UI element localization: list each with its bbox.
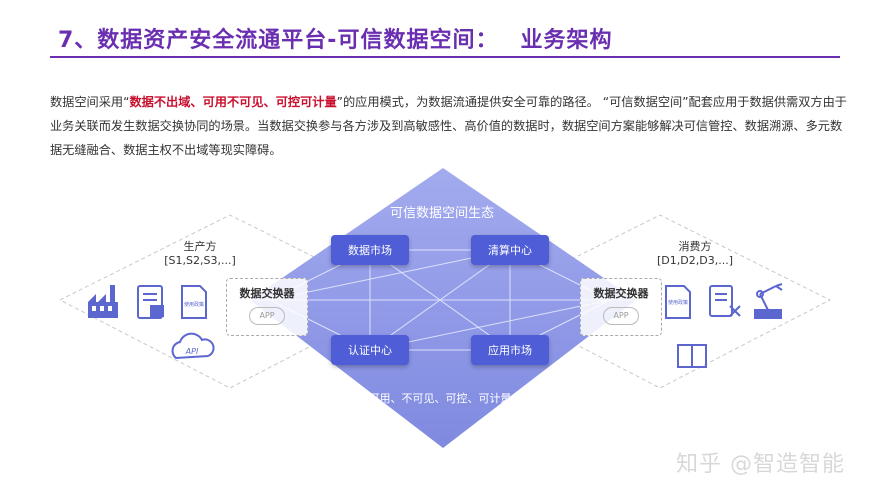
para-text-1: 数据空间采用“ — [50, 95, 130, 109]
title-sub: 业务架构 — [520, 28, 613, 53]
exchanger-right: 数据交换器 APP — [580, 278, 662, 336]
title-main: 7、数据资产安全流通平台-可信数据空间： — [58, 28, 499, 53]
title-divider — [50, 56, 840, 58]
consumer-name: 消费方 — [678, 240, 712, 253]
producer-name: 生产方 — [183, 240, 217, 253]
consumer-diamond — [488, 214, 832, 389]
checklist-document-icon — [709, 285, 741, 317]
producer-list: [S1,S2,S3,...] — [164, 254, 236, 267]
para-text-2: ”的应用模式，为数据流通提供安全可靠的路径。 “可信数据空间”配套应用于数据供需… — [50, 95, 847, 157]
robot-arm-icon — [754, 283, 783, 319]
book-icon — [677, 344, 707, 368]
exchanger-left: 数据交换器 APP — [226, 278, 308, 336]
policy-document-icon: 使用政策 — [181, 285, 207, 319]
node-clearing-center: 清算中心 — [471, 235, 549, 265]
app-badge-right: APP — [603, 307, 639, 325]
node-certification-center: 认证中心 — [331, 335, 409, 365]
watermark: 知乎 @智造智能 — [676, 452, 845, 477]
factory-icon — [88, 285, 118, 318]
principles-label: 可用、不可见、可控、可计量 — [368, 392, 512, 405]
ecosystem-label: 可信数据空间生态 — [389, 206, 494, 221]
svg-text:使用政策: 使用政策 — [184, 301, 204, 308]
node-app-market: 应用市场 — [471, 335, 549, 365]
intro-paragraph: 数据空间采用“数据不出域、可用不可见、可控可计量”的应用模式，为数据流通提供安全… — [50, 90, 850, 162]
para-highlight: 数据不出域、可用不可见、可控可计量 — [129, 95, 337, 109]
secure-document-icon — [137, 285, 164, 319]
policy-document-icon-right: 使用政策 — [665, 285, 691, 319]
svg-text:API: API — [185, 347, 199, 356]
api-cloud-icon: API — [171, 332, 215, 360]
exchanger-right-label: 数据交换器 — [593, 287, 649, 300]
exchanger-left-label: 数据交换器 — [239, 287, 295, 300]
app-badge-left: APP — [249, 307, 285, 325]
page-title: 7、数据资产安全流通平台-可信数据空间： 业务架构 — [58, 22, 612, 54]
producer-label: 生产方 [S1,S2,S3,...] — [160, 238, 240, 267]
consumer-label: 消费方 [D1,D2,D3,...] — [650, 238, 740, 267]
consumer-list: [D1,D2,D3,...] — [657, 254, 733, 267]
node-data-market: 数据市场 — [331, 235, 409, 265]
svg-text:使用政策: 使用政策 — [668, 299, 688, 306]
